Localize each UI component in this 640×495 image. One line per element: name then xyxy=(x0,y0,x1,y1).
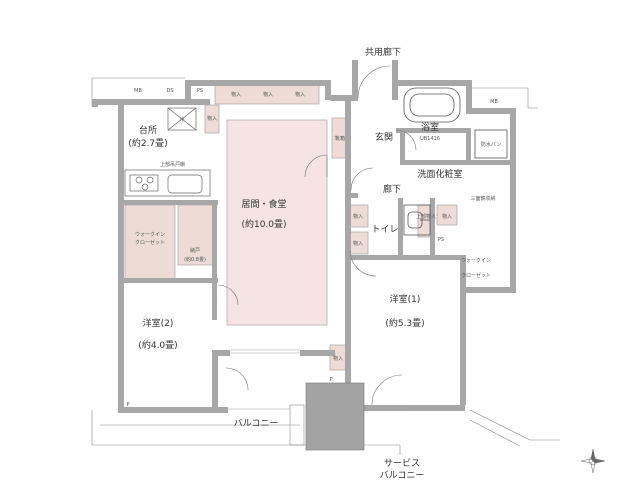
label-living-area: (約10.0畳) xyxy=(241,218,286,230)
window-lines xyxy=(228,349,465,410)
label-upper-storage: 上部物入 xyxy=(416,213,436,220)
label-storage-hall-1: 物入 xyxy=(353,213,363,220)
label-upper-cabinet: 上部吊戸棚 xyxy=(160,161,185,168)
label-bath: 浴室 xyxy=(421,121,439,133)
balcony-block xyxy=(305,382,365,451)
label-nando: 納戸 xyxy=(190,247,200,254)
label-shoe-box: 靴箱 xyxy=(335,135,345,142)
label-wic-left: ウォークイン xyxy=(135,231,165,238)
label-fridge: 冷 xyxy=(179,116,184,123)
storage-blocks xyxy=(124,83,458,371)
label-service: サービス xyxy=(384,458,420,469)
label-mb-right: MB xyxy=(490,99,498,105)
label-storage-4: 物入 xyxy=(207,115,217,122)
bath-fixtures xyxy=(403,87,508,236)
label-living: 居間・食堂 xyxy=(241,198,286,210)
label-western-2-area: (約4.0畳) xyxy=(138,339,177,351)
label-storage-3: 物入 xyxy=(295,91,305,98)
label-storage-bottom: 物入 xyxy=(333,355,343,362)
label-ps-mid: PS xyxy=(438,237,444,243)
label-closet-left: クローゼット xyxy=(135,239,165,246)
label-p-center: P xyxy=(329,377,332,383)
label-three-side-mirror: 三面鏡収納 xyxy=(470,195,495,202)
label-common-corridor: 共用廊下 xyxy=(365,46,401,58)
label-hallway: 廊下 xyxy=(383,183,401,195)
compass-rose-icon xyxy=(580,448,606,474)
kitchen-fixtures xyxy=(124,107,211,197)
label-ps-top: PS xyxy=(197,88,203,94)
label-balcony: バルコニー xyxy=(234,418,279,429)
label-western-2: 洋室(2) xyxy=(143,317,174,329)
label-nando-area: (約0.8畳) xyxy=(184,256,206,263)
doors xyxy=(217,65,417,406)
label-waterproof-pan: 防水パン xyxy=(481,141,501,148)
label-washroom: 洗面化粧室 xyxy=(417,168,462,180)
label-storage-2: 物入 xyxy=(263,91,273,98)
label-p-left: P xyxy=(126,402,129,408)
label-western-1: 洋室(1) xyxy=(390,293,421,305)
label-western-1-area: (約5.3畳) xyxy=(385,317,424,329)
label-storage-hall-2: 物入 xyxy=(353,240,363,247)
living-floor xyxy=(227,120,327,325)
label-kitchen: 台所 xyxy=(139,124,157,136)
label-service-balcony: バルコニー xyxy=(380,470,425,481)
label-storage-1: 物入 xyxy=(231,91,241,98)
label-storage-wash: 物入 xyxy=(442,213,452,220)
label-toilet: トイレ xyxy=(371,225,398,235)
label-closet-right: クローゼット xyxy=(461,272,491,279)
walls xyxy=(92,60,516,413)
label-bath-spec: UB1416 xyxy=(420,136,440,142)
label-mb-left: MB xyxy=(134,88,142,94)
label-entrance: 玄関 xyxy=(375,131,393,143)
label-kitchen-area: (約2.7畳) xyxy=(128,137,167,149)
label-wic-right: ウォークイン xyxy=(461,257,491,264)
label-ds: DS xyxy=(166,88,173,94)
